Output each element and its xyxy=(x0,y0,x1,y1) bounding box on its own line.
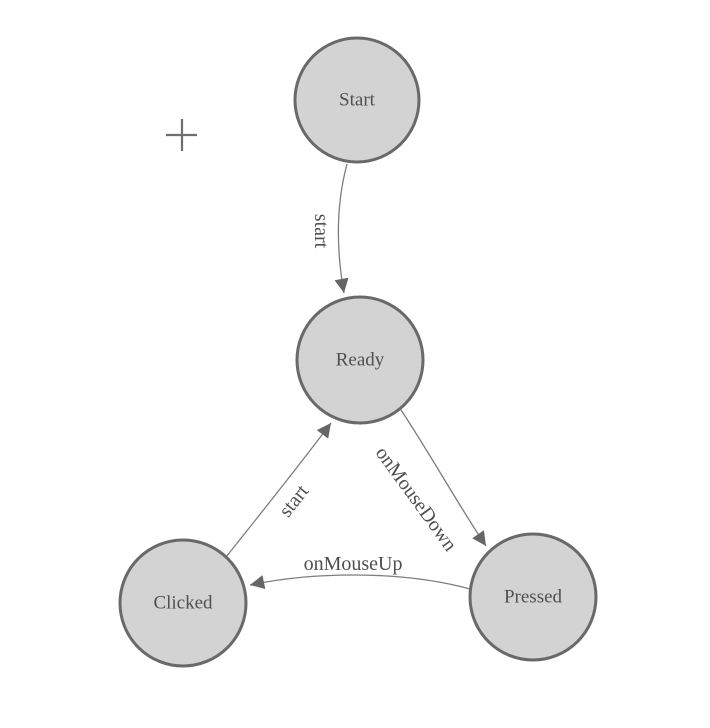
state-label-pressed: Pressed xyxy=(504,587,563,608)
state-circle-start[interactable] xyxy=(293,36,421,164)
state-label-start: Start xyxy=(339,90,376,111)
state-circle-clicked[interactable] xyxy=(118,538,248,668)
state-node-ready[interactable]: Ready xyxy=(295,295,425,425)
state-label-clicked: Clicked xyxy=(153,593,213,614)
plus-crosshair-icon xyxy=(166,119,197,151)
transition-clicked-ready[interactable] xyxy=(225,422,332,558)
transition-ready-pressed[interactable] xyxy=(400,409,487,547)
edge-label-start-ready: start xyxy=(310,214,332,249)
state-node-pressed[interactable]: Pressed xyxy=(468,532,598,662)
edge-label-clicked-ready: start xyxy=(275,480,314,521)
edge-label-ready-pressed: onMouseDown xyxy=(371,443,461,556)
transition-pressed-clicked[interactable] xyxy=(249,574,471,590)
transition-start-ready[interactable] xyxy=(334,163,349,294)
state-node-start[interactable]: Start xyxy=(293,36,421,164)
edge-label-pressed-clicked: onMouseUp xyxy=(304,553,403,575)
state-circle-ready[interactable] xyxy=(295,295,425,425)
state-circle-pressed[interactable] xyxy=(468,532,598,662)
state-node-clicked[interactable]: Clicked xyxy=(118,538,248,668)
state-label-ready: Ready xyxy=(336,350,385,371)
